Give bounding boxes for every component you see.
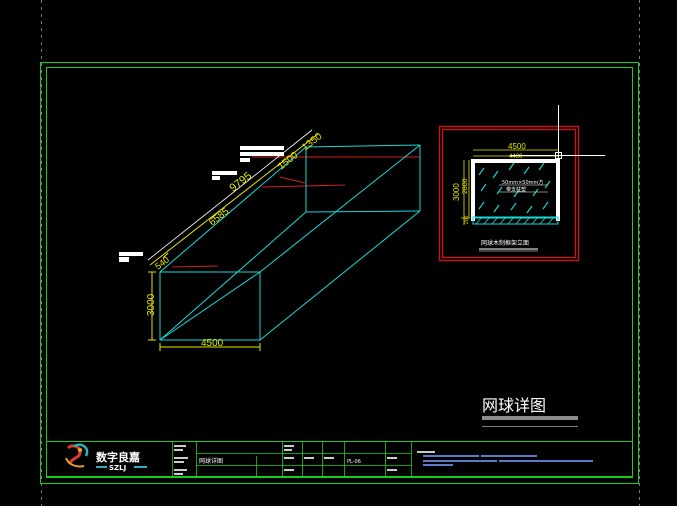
title-block: 数字良嘉 SZLJ 网球详图 xyxy=(65,441,593,477)
iso-annotation-blocks xyxy=(119,146,284,262)
iso-dim-width: 4500 xyxy=(201,338,224,349)
iso-dimension-lines xyxy=(148,133,319,351)
detail-net-panel xyxy=(471,159,560,225)
iso-dim-seg-c: 1350 xyxy=(300,131,325,154)
detail-dim-top-inner: 4400 xyxy=(509,154,523,160)
drawing-title: 网球详图 xyxy=(482,396,546,415)
detail-callout xyxy=(499,184,548,193)
iso-dim-seg-d: 540 xyxy=(153,254,171,271)
detail-dim-height-total: 3000 xyxy=(452,183,461,201)
company-logo: 数字良嘉 SZLJ xyxy=(65,443,147,472)
crosshair-cursor-icon xyxy=(510,105,605,200)
logo-english: SZLJ xyxy=(109,464,126,472)
iso-leader-line xyxy=(147,129,313,261)
iso-box xyxy=(159,144,421,341)
detail-material-label: 带支柱塑 xyxy=(506,186,526,193)
detail-caption: 网球木制框架立面 xyxy=(481,239,529,247)
detail-dim-height-inner: 2800 xyxy=(462,178,469,194)
detail-dim-base: 200 xyxy=(464,215,470,224)
title-block-drawing-name: 网球详图 xyxy=(199,457,223,465)
detail-view: 4500 4400 3000 2800 200 50mm×50mm方 带支柱塑 … xyxy=(438,125,580,262)
iso-dim-height: 3000 xyxy=(146,293,157,316)
detail-dim-top-width: 4500 xyxy=(508,142,526,151)
drawing-title-underline xyxy=(482,416,578,420)
detail-red-frame xyxy=(438,125,580,262)
detail-net-label: 50mm×50mm方 xyxy=(502,179,543,186)
iso-dim-seg-a: 6585 xyxy=(207,206,232,229)
logo-chinese: 数字良嘉 xyxy=(96,450,140,464)
sheet-frame xyxy=(40,62,639,484)
iso-view: 9795 6585 1500 1350 540 3000 4500 xyxy=(119,129,421,351)
title-block-placeholders xyxy=(174,445,593,475)
iso-extension-lines xyxy=(171,156,420,268)
title-block-sheet-number: PL-06 xyxy=(347,459,361,465)
viewport-guides xyxy=(41,0,640,506)
